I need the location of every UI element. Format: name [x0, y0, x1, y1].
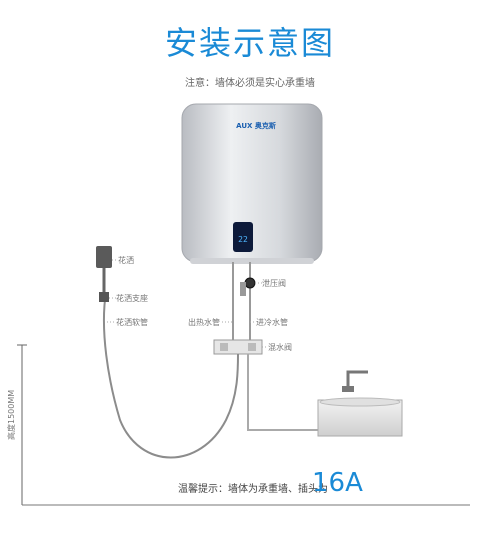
label-cold-inlet: 进冷水管 [256, 317, 288, 327]
display-temperature: 22 [238, 235, 248, 244]
plug-amperage: 16A [312, 468, 363, 498]
relief-valve-drain [240, 282, 246, 296]
page-title: 安装示意图 [164, 24, 335, 62]
brand-logo: AUX 奥克斯 [236, 121, 276, 130]
heater-shadow [190, 258, 314, 264]
label-relief-valve: 泄压阀 [262, 278, 286, 288]
label-height: 高度1500MM [6, 390, 16, 440]
control-display [233, 222, 253, 252]
relief-valve [244, 277, 256, 289]
shower-hose [102, 291, 239, 459]
label-shower-head: 花洒 [118, 255, 134, 265]
label-hot-outlet: 出热水管 [188, 317, 220, 327]
faucet [346, 370, 368, 388]
wall-note: 注意：墙体必须是实心承重墙 [185, 78, 315, 89]
label-shower-bracket: 花洒支座 [116, 293, 148, 303]
label-shower-hose: 花洒软管 [116, 317, 148, 327]
tub-pipe [247, 354, 320, 431]
bottom-tip: 温馨提示：墙体为承重墙、插头为 [178, 484, 328, 495]
shower-bracket [99, 292, 109, 302]
shower-head [96, 246, 112, 268]
label-mixing-valve: 混水阀 [268, 342, 292, 352]
